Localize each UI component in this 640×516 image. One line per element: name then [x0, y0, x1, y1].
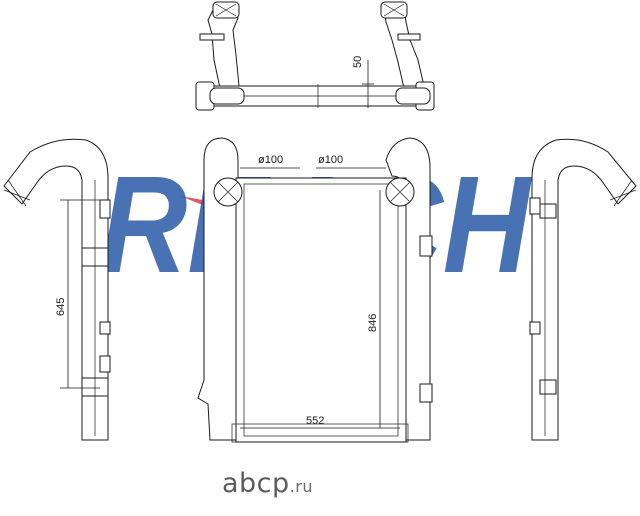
dim-inlet-right: ø100 — [318, 154, 343, 166]
front-view: ø100 ø100 846 552 — [197, 137, 433, 443]
watermark: abcp.ru — [222, 468, 313, 499]
radiator-core — [235, 177, 407, 443]
top-left-pipe — [207, 7, 240, 89]
top-right-pipe — [383, 7, 425, 89]
left-side-pipe — [3, 138, 109, 441]
watermark-name: abcp — [222, 468, 290, 499]
watermark-tld: .ru — [289, 477, 313, 496]
top-left-clamp — [199, 33, 225, 41]
left-tank — [197, 137, 239, 441]
right-side-view — [529, 138, 637, 441]
dim-mount-height: 645 — [55, 298, 67, 316]
top-right-clamp — [397, 33, 421, 41]
dim-pipe-offset: 50 — [352, 56, 364, 68]
dim-inlet-left: ø100 — [258, 154, 283, 166]
top-view: 50 — [195, 1, 435, 111]
dim-core-height: 846 — [367, 314, 379, 332]
left-side-view: 645 — [3, 138, 111, 441]
right-side-pipe — [531, 138, 637, 441]
dim-core-width: 552 — [306, 415, 324, 427]
